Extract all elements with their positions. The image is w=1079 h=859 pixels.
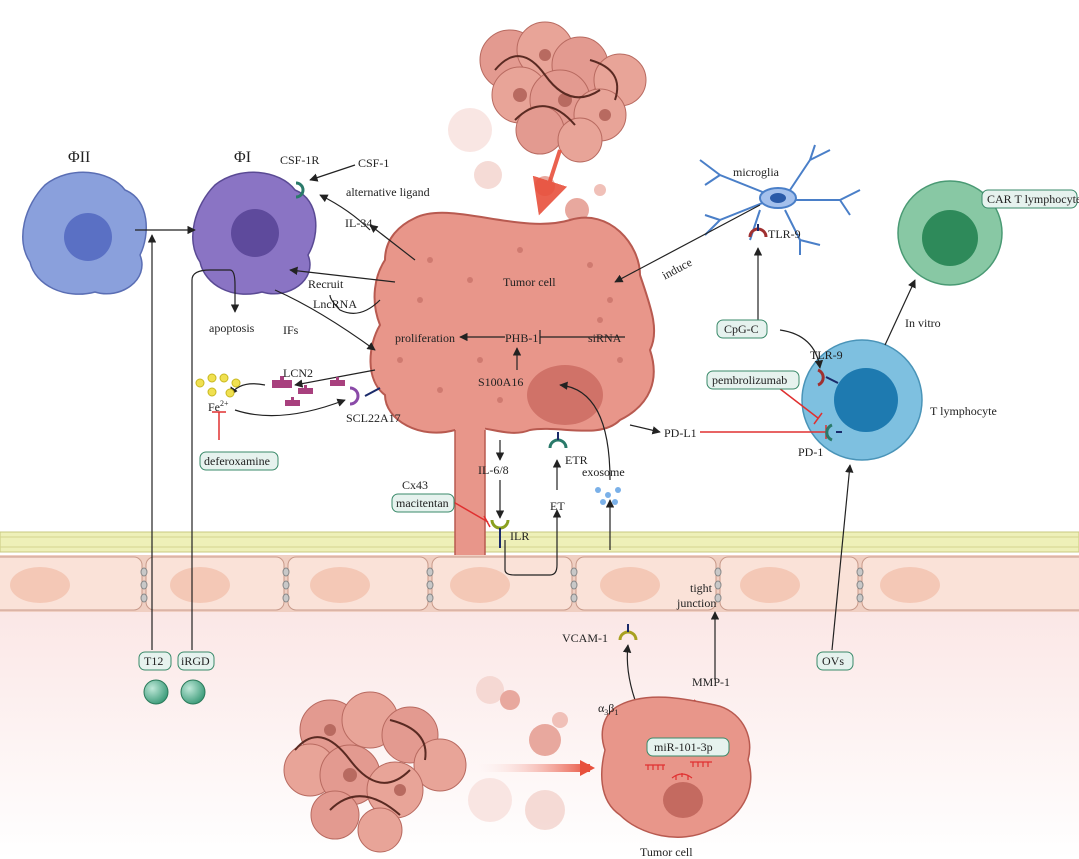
phi1-label: ΦI xyxy=(234,149,251,166)
ilr-receptor xyxy=(490,519,510,530)
pd1-receptor xyxy=(825,423,833,442)
tight-junction-label-1: tight xyxy=(690,581,713,595)
tumor-cell-bottom-label: Tumor cell xyxy=(640,845,693,859)
svg-text:CpG-C: CpG-C xyxy=(724,322,759,336)
scl22a17-label: SCL22A17 xyxy=(346,411,401,425)
vcam1-receptor xyxy=(618,630,638,641)
mmp1-label: MMP-1 xyxy=(692,675,730,689)
cx43-label: Cx43 xyxy=(402,478,428,492)
lcn2-molecules xyxy=(272,376,345,406)
apoptosis-label: apoptosis xyxy=(209,321,255,335)
phi2-label: ΦII xyxy=(68,149,90,166)
etr-receptor xyxy=(548,438,568,449)
etr-label: ETR xyxy=(565,453,588,467)
svg-text:CAR T lymphocyte: CAR T lymphocyte xyxy=(987,192,1079,206)
irgd-box: iRGD xyxy=(177,651,215,671)
tight-junction-label-2: junction xyxy=(676,596,716,610)
scl22a17-receptor xyxy=(349,386,360,406)
t12-nanoparticle xyxy=(143,679,169,705)
csf1-label: CSF-1 xyxy=(358,156,389,170)
macrophage-phi2 xyxy=(22,171,147,295)
ilr-label: ILR xyxy=(510,529,529,543)
tumor-cell-bottom xyxy=(601,696,752,838)
svg-text:T12: T12 xyxy=(144,654,163,668)
mir-box: miR-101-3p xyxy=(646,737,730,757)
csf1r-label: CSF-1R xyxy=(280,153,319,167)
lcn2-label: LCN2 xyxy=(283,366,313,380)
pdl1-label: PD-L1 xyxy=(664,426,697,440)
macrophage-phi1 xyxy=(192,171,317,295)
alt-ligand-label: alternative ligand xyxy=(346,185,430,199)
svg-text:macitentan: macitentan xyxy=(396,496,449,510)
svg-text:iRGD: iRGD xyxy=(181,654,210,668)
irgd-nanoparticle xyxy=(180,679,206,705)
integrin-label: α3β1 xyxy=(598,701,618,717)
t12-box: T12 xyxy=(138,651,172,671)
vcam1-label: VCAM-1 xyxy=(562,631,608,645)
deferoxamine-box: deferoxamine xyxy=(199,451,279,471)
s100a16-label: S100A16 xyxy=(478,375,523,389)
et-label: ET xyxy=(550,499,565,513)
ifs-label: IFs xyxy=(283,323,299,337)
svg-text:miR-101-3p: miR-101-3p xyxy=(654,740,713,754)
cpgc-box: CpG-C xyxy=(716,319,768,339)
recruit-label: Recruit xyxy=(308,277,344,291)
tlr9-t-receptor xyxy=(817,368,825,387)
microglia-cell xyxy=(699,144,861,255)
macitentan-box: macitentan xyxy=(391,493,455,513)
il68-label: IL-6/8 xyxy=(478,463,509,477)
csf1r-receptor xyxy=(295,181,305,199)
microglia-label: microglia xyxy=(733,165,780,179)
car-t-lymphocyte xyxy=(897,180,1003,286)
t-lymphocyte-label: T lymphocyte xyxy=(930,404,997,418)
exosome-label: exosome xyxy=(582,465,625,479)
tlr9-micro-label: TLR-9 xyxy=(768,227,801,241)
endothelial-layer xyxy=(0,555,1079,612)
proliferation-label: proliferation xyxy=(395,331,455,345)
ovs-box: OVs xyxy=(816,651,854,671)
car-t-box: CAR T lymphocyte xyxy=(981,189,1079,209)
tumor-cluster-top xyxy=(448,21,647,222)
in-vitro-label: In vitro xyxy=(905,316,941,330)
il34-label: IL-34 xyxy=(345,216,372,230)
phb1-label: PHB-1 xyxy=(505,331,538,345)
svg-text:deferoxamine: deferoxamine xyxy=(204,454,270,468)
induce-label: induce xyxy=(660,255,695,282)
exosome-vesicles xyxy=(595,487,621,505)
svg-text:OVs: OVs xyxy=(822,654,844,668)
t-lymphocyte xyxy=(801,339,923,461)
pd1-label: PD-1 xyxy=(798,445,823,459)
sirna-label: siRNA xyxy=(588,331,622,345)
fe-label: Fe2+ xyxy=(208,399,229,414)
membrane-band xyxy=(0,531,1079,553)
tumor-cell-main xyxy=(369,211,656,555)
tumor-cluster-bottom xyxy=(283,676,595,853)
svg-text:pembrolizumab: pembrolizumab xyxy=(712,373,787,387)
tumor-cell-main-label: Tumor cell xyxy=(503,275,556,289)
fe-ions xyxy=(195,373,241,398)
pembrolizumab-box: pembrolizumab xyxy=(706,370,800,390)
tlr9-t-label: TLR-9 xyxy=(810,348,843,362)
lncrna-label: LncRNA xyxy=(313,297,357,311)
